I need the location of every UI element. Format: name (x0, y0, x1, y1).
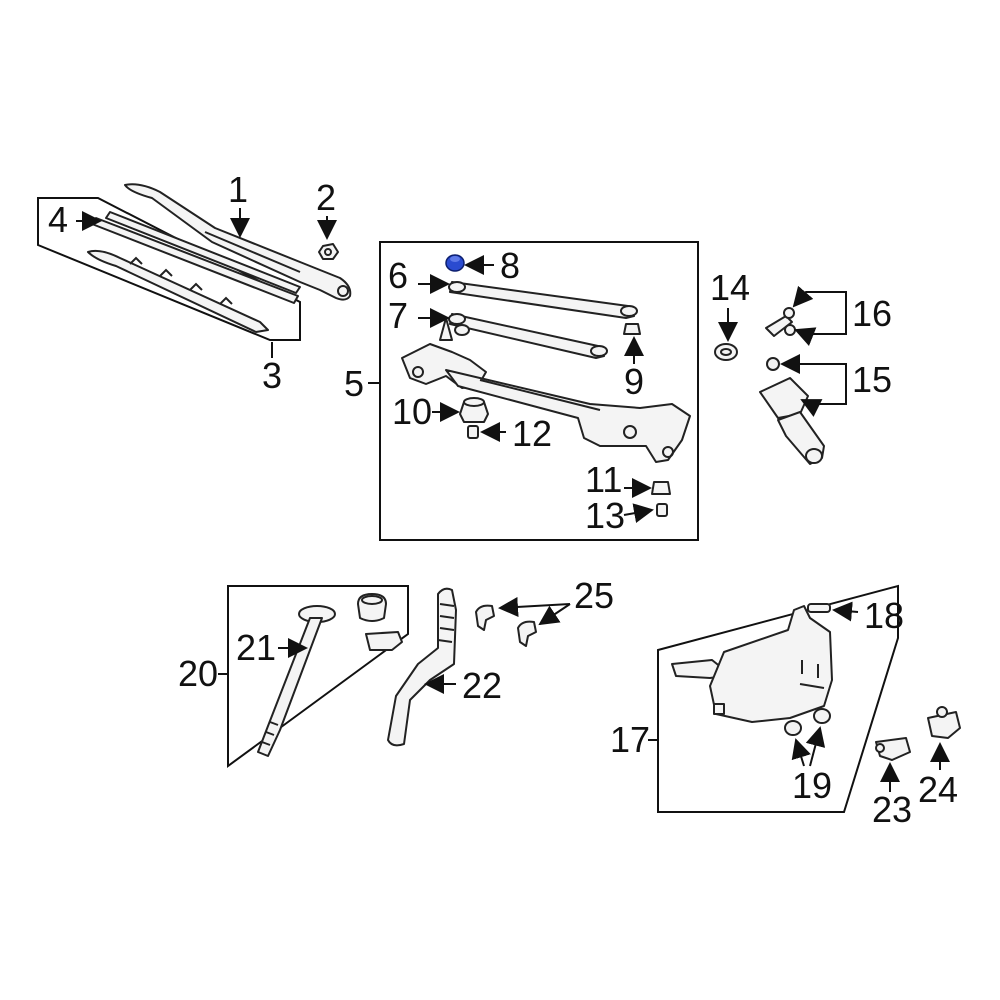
link-rod-lower[interactable] (448, 313, 608, 359)
linkage-group-frame (379, 241, 699, 541)
callout-4: 4 (48, 199, 68, 240)
wiper-motor[interactable] (759, 357, 825, 465)
reservoir-cap[interactable] (807, 603, 831, 613)
wiper-arm[interactable] (124, 183, 352, 301)
callout-14: 14 (710, 267, 750, 308)
callout-12: 12 (512, 413, 552, 454)
callout-2: 2 (316, 177, 336, 218)
filler-group-frame (227, 585, 409, 768)
callout-13: 13 (585, 495, 625, 536)
callout-16: 16 (852, 293, 892, 334)
grommet-motor[interactable] (714, 343, 738, 361)
wiper-linkage-frame[interactable] (401, 317, 691, 463)
washer-nozzle-left[interactable] (475, 604, 495, 631)
collar-right[interactable] (656, 503, 668, 517)
pivot-cap-highlighted[interactable] (445, 254, 465, 272)
washer-reservoir[interactable] (671, 605, 833, 723)
arm-nut[interactable] (318, 243, 339, 260)
blade-group-frame (37, 197, 301, 341)
callout-1: 1 (228, 169, 248, 210)
callout-3: 3 (262, 355, 282, 396)
callout-15: 15 (852, 359, 892, 400)
pivot-cap[interactable] (623, 323, 641, 335)
wiper-blade-assembly[interactable] (87, 211, 301, 333)
callout-20: 20 (178, 653, 218, 694)
callout-19: 19 (792, 765, 832, 806)
callout-21: 21 (236, 627, 276, 668)
callout-6: 6 (388, 255, 408, 296)
washer-pump-front[interactable] (875, 737, 911, 761)
callout-23: 23 (872, 789, 912, 830)
callout-10: 10 (392, 391, 432, 432)
grommet-right[interactable] (651, 481, 671, 495)
callout-7: 7 (388, 295, 408, 336)
callout-18: 18 (864, 595, 904, 636)
motor-crank-arm[interactable] (765, 307, 796, 337)
reservoir-grommet-a[interactable] (784, 720, 802, 736)
washer-nozzle-right[interactable] (517, 620, 537, 647)
callout-25: 25 (574, 575, 614, 616)
filler-cap[interactable] (357, 593, 387, 622)
pivot-cap-small (454, 324, 470, 336)
callout-17: 17 (610, 719, 650, 760)
callout-9: 9 (624, 361, 644, 402)
washer-pump-rear[interactable] (927, 706, 961, 739)
reservoir-grommet-b[interactable] (813, 708, 831, 724)
callout-8: 8 (500, 245, 520, 286)
reservoir-group-frame (657, 584, 899, 813)
collar-left[interactable] (467, 425, 479, 439)
link-rod-upper[interactable] (448, 281, 638, 319)
grommet-left[interactable] (459, 397, 489, 423)
callout-22: 22 (462, 665, 502, 706)
callout-5: 5 (344, 363, 364, 404)
callout-24: 24 (918, 769, 958, 810)
washer-hose[interactable] (387, 587, 457, 747)
filler-bracket[interactable] (365, 631, 403, 651)
callout-11: 11 (585, 459, 622, 500)
